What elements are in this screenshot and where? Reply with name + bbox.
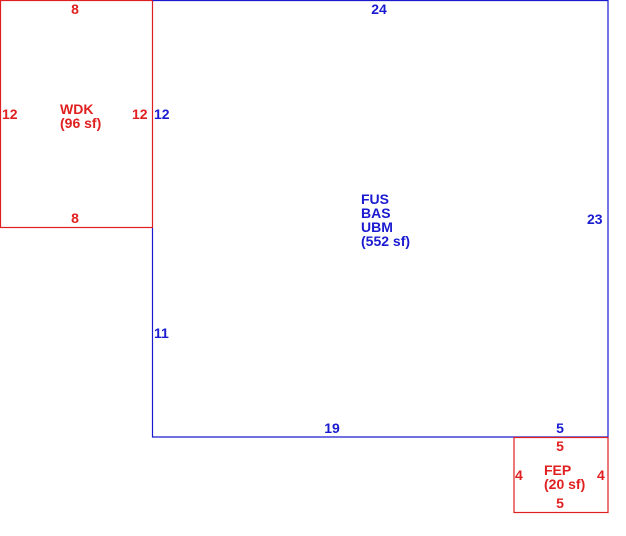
fep-dim-right: 4 xyxy=(597,467,605,483)
fep-dim-top: 5 xyxy=(556,438,564,454)
fep-dim-left: 4 xyxy=(515,467,523,483)
fep-area: (20 sf) xyxy=(544,476,585,492)
main-area: (552 sf) xyxy=(361,233,410,249)
main-dim-bottom-left: 19 xyxy=(324,420,340,436)
wdk-dim-right: 12 xyxy=(132,106,148,122)
wdk-dim-left: 12 xyxy=(2,106,18,122)
main-code-1: FUS xyxy=(361,191,389,207)
main-code-3: UBM xyxy=(361,219,393,235)
wdk-outline xyxy=(0,0,154,229)
main-dim-top: 24 xyxy=(371,1,387,17)
main-code-2: BAS xyxy=(361,205,391,221)
fep-code: FEP xyxy=(544,462,571,478)
main-dim-right: 23 xyxy=(587,211,603,227)
fep-dim-bottom: 5 xyxy=(556,495,564,511)
wdk-dim-bottom: 8 xyxy=(71,210,79,226)
wdk-code: WDK xyxy=(60,101,93,117)
main-dim-bottom-right: 5 xyxy=(556,420,564,436)
fep-outline xyxy=(513,436,609,514)
wdk-dim-top: 8 xyxy=(71,1,79,17)
main-dim-left-lower: 11 xyxy=(154,325,169,341)
main-dim-left-upper: 12 xyxy=(154,106,170,122)
wdk-area: (96 sf) xyxy=(60,115,101,131)
